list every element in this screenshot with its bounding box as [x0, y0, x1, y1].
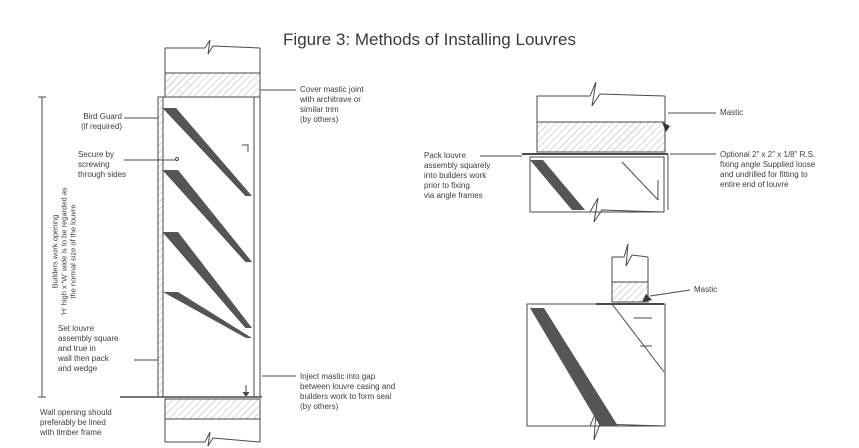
top-right-section [480, 81, 716, 223]
louvre-blade-br [530, 308, 618, 426]
louvre-blade [163, 232, 252, 328]
bird-guard-strip [157, 96, 164, 398]
detail-mark [242, 144, 249, 152]
break-line-top [165, 39, 261, 55]
label-bird-guard: Bird Guard (if required) [81, 112, 122, 131]
break-line-tr-bottom [530, 197, 665, 223]
bottom-right-section [526, 243, 691, 441]
label-inject-mastic: Inject mastic into gap between louvre ca… [300, 372, 396, 411]
louvre-casing-br [526, 303, 666, 427]
mastic-mark-br [642, 294, 652, 302]
break-line-br-top [612, 243, 649, 267]
louvre-casing-tr [529, 156, 665, 213]
mastic-mark-tr [662, 122, 670, 132]
wall-lintel-br [611, 281, 649, 303]
break-line-bottom [165, 431, 261, 447]
louvre-blade [163, 170, 252, 262]
louvre-casing [157, 96, 261, 398]
wall-lintel-tr [536, 121, 666, 153]
left-section [38, 39, 296, 447]
label-wall-opening: Wall opening should preferably be lined … [40, 408, 112, 437]
label-mastic-bottom: Mastic [694, 285, 718, 294]
wall-lintel [164, 72, 261, 98]
break-line-tr-top [537, 81, 666, 107]
louvre-blade [163, 292, 252, 338]
label-secure: Secure by screwing through sides [78, 150, 127, 179]
louvre-blade [163, 108, 252, 196]
leader-mastic-bottom [649, 289, 691, 297]
wall-sill [164, 398, 261, 420]
label-cover-mastic: Cover mastic joint with architrave or si… [300, 85, 364, 124]
figure-title: Figure 3: Methods of Installing Louvres [283, 30, 576, 49]
label-set-louvre: Set louvre assembly square and true in w… [58, 324, 119, 373]
blade-outlines [162, 107, 247, 329]
louvre-blades-left [163, 108, 252, 338]
louvre-blade-tr [530, 160, 585, 210]
label-mastic-top: Mastic [720, 108, 744, 117]
label-pack-louvre: Pack louvre assembly squarely into build… [424, 151, 491, 200]
label-optional-angle: Optional 2" x 2" x 1/8" R.S. fixing angl… [720, 150, 816, 189]
label-opening-size: Builders work opening 'H' high x 'W' wid… [50, 187, 78, 316]
screw-mark [175, 157, 179, 161]
